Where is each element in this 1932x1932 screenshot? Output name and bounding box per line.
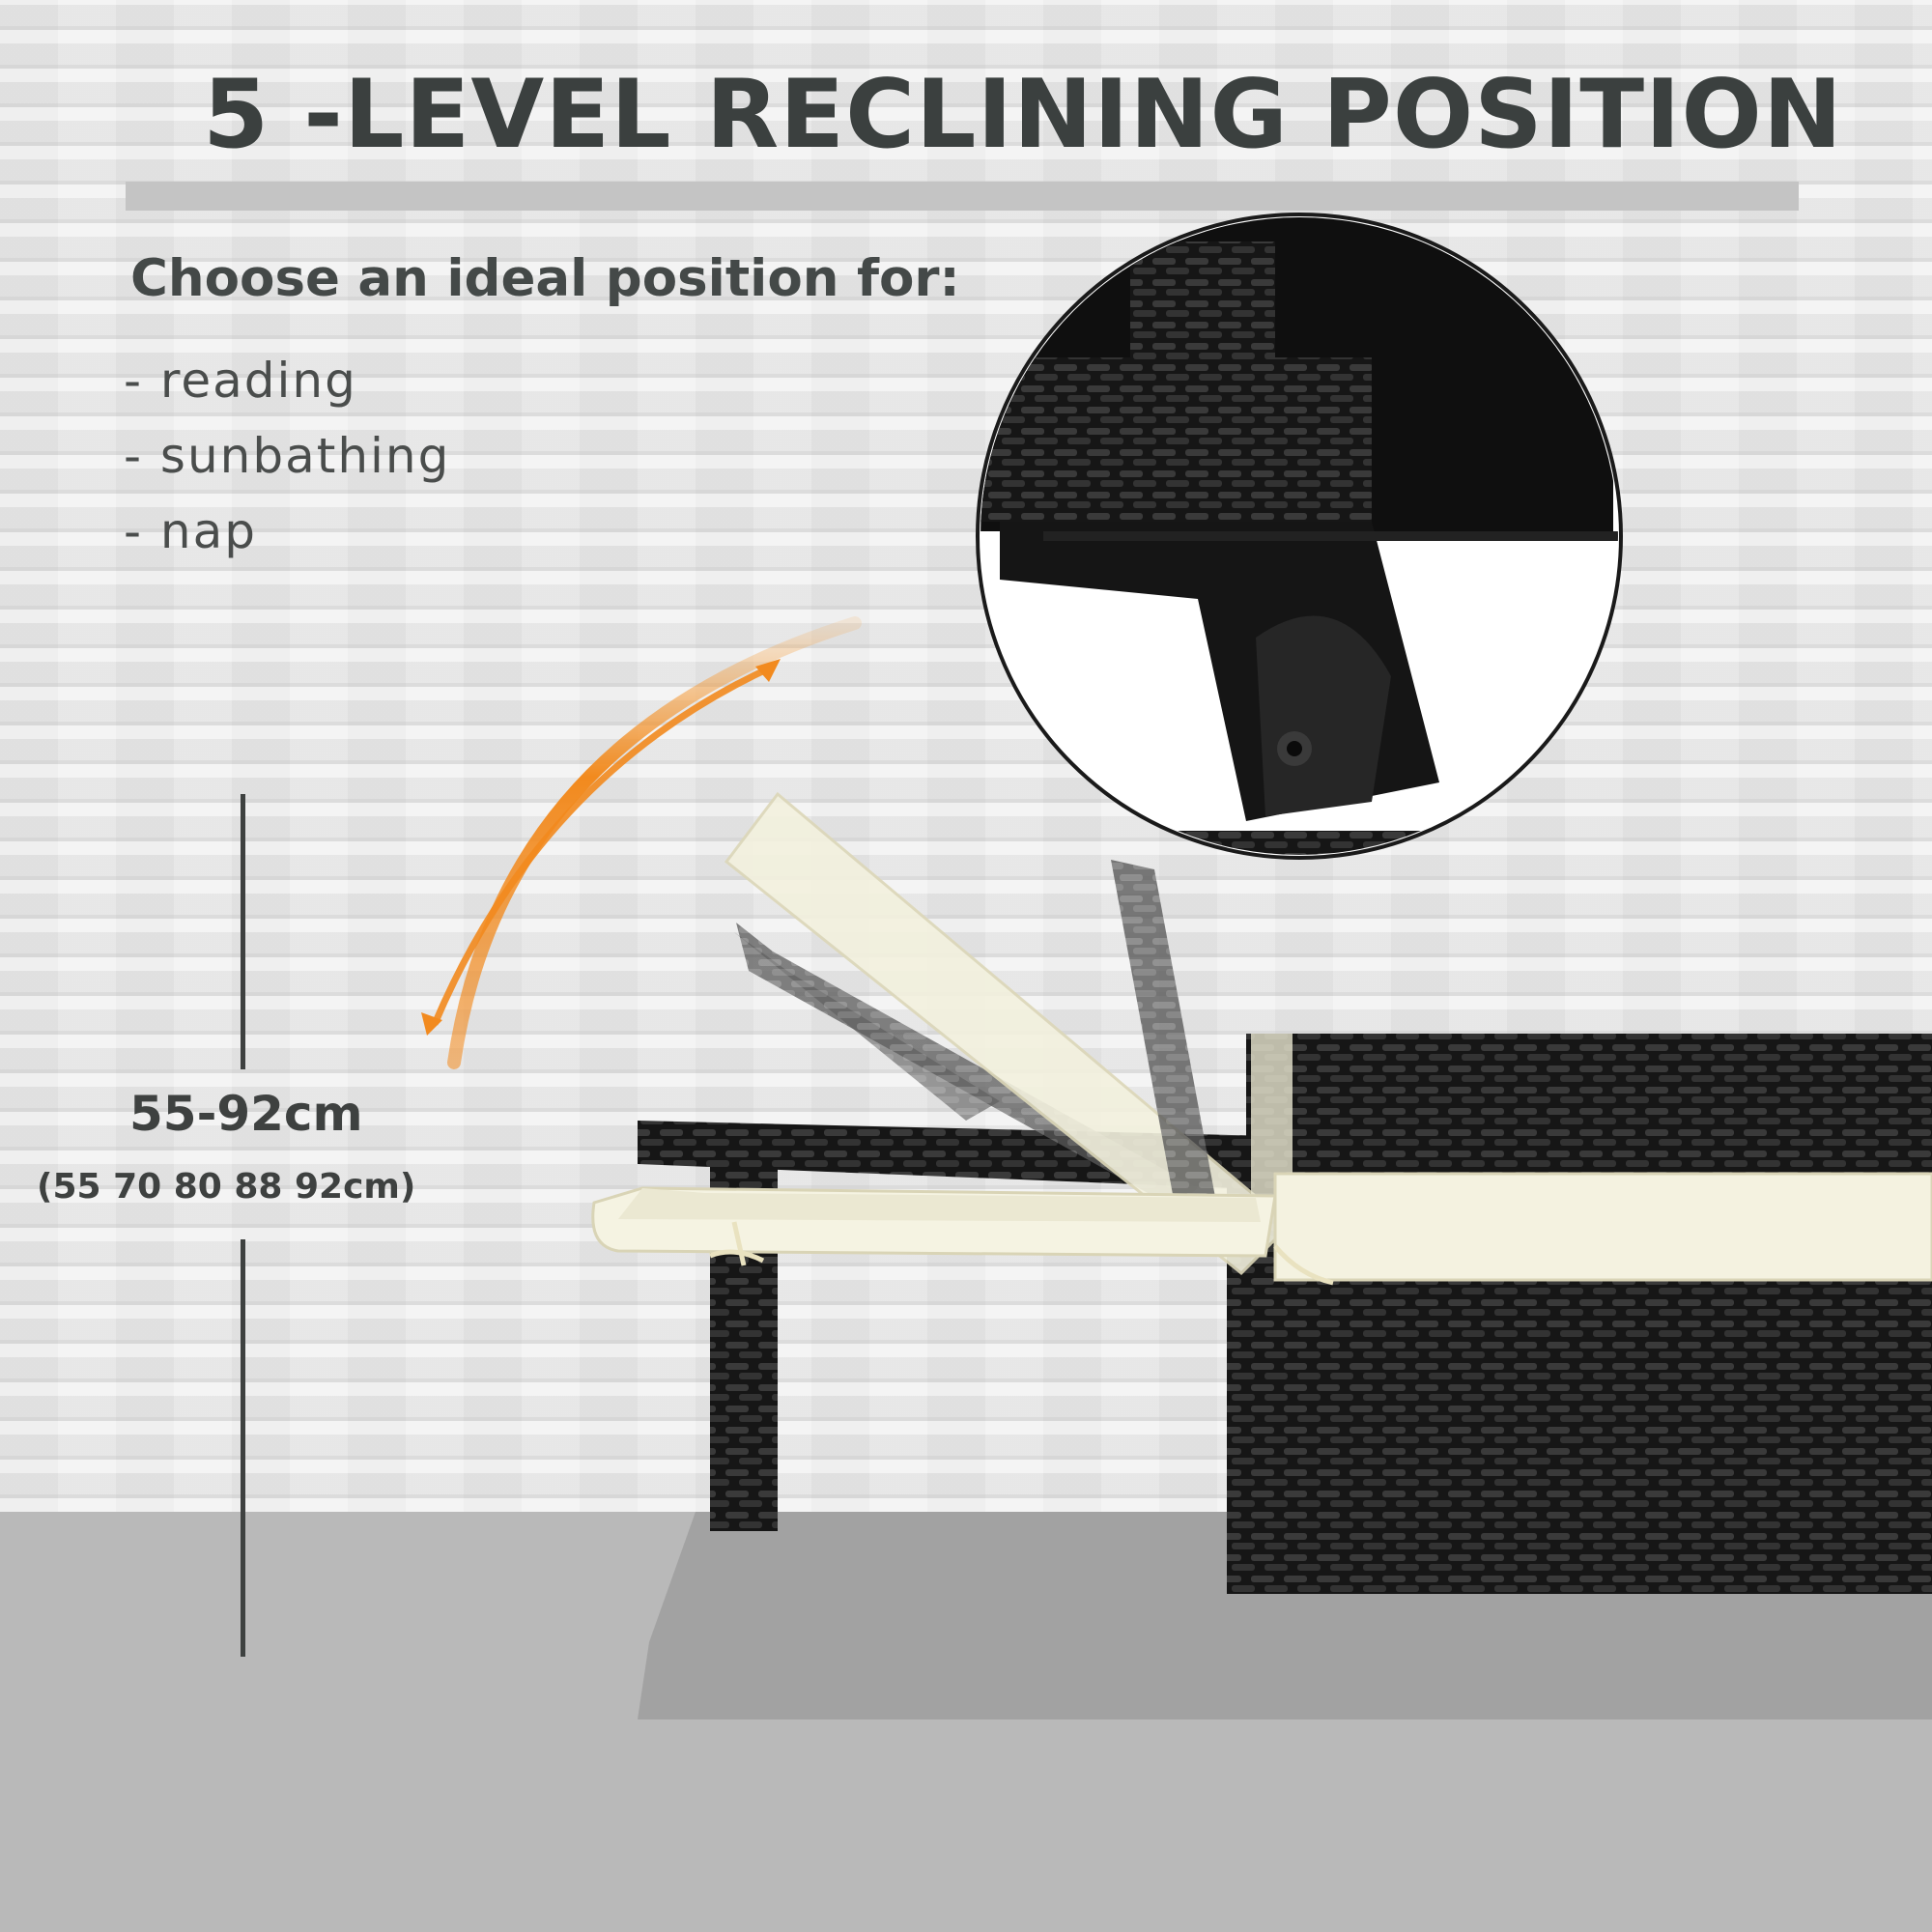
cushion-tie (709, 1221, 765, 1266)
backrest-ghost-arm (734, 932, 1000, 1121)
use-list: - reading - sunbathing - nap (124, 343, 450, 569)
dimension-line-bottom (241, 1239, 245, 1657)
backrest-box (1246, 1034, 1932, 1150)
wall-background (0, 0, 1932, 1512)
recline-arrow-icon (447, 616, 862, 1069)
title-underline (126, 182, 1799, 211)
subtitle: Choose an ideal position for: (130, 249, 960, 308)
seat-cushion-top (618, 1188, 1261, 1222)
cushion-tie-rear (1273, 1244, 1334, 1286)
page-title: 5 -LEVEL RECLINING POSITION (203, 60, 1843, 170)
use-item-sunbathing: - sunbathing (124, 428, 451, 484)
height-levels: (55 70 80 88 92cm) (37, 1167, 416, 1207)
dimension-line-top (241, 794, 245, 1069)
use-item-nap: - nap (124, 503, 258, 559)
zoom-detail-hinge (976, 213, 1623, 860)
seat-cushion-rear (1273, 1172, 1932, 1282)
use-item-reading: - reading (124, 353, 357, 409)
backrest-upright-ghost (1111, 860, 1217, 1215)
height-range: 55-92cm (129, 1086, 363, 1142)
